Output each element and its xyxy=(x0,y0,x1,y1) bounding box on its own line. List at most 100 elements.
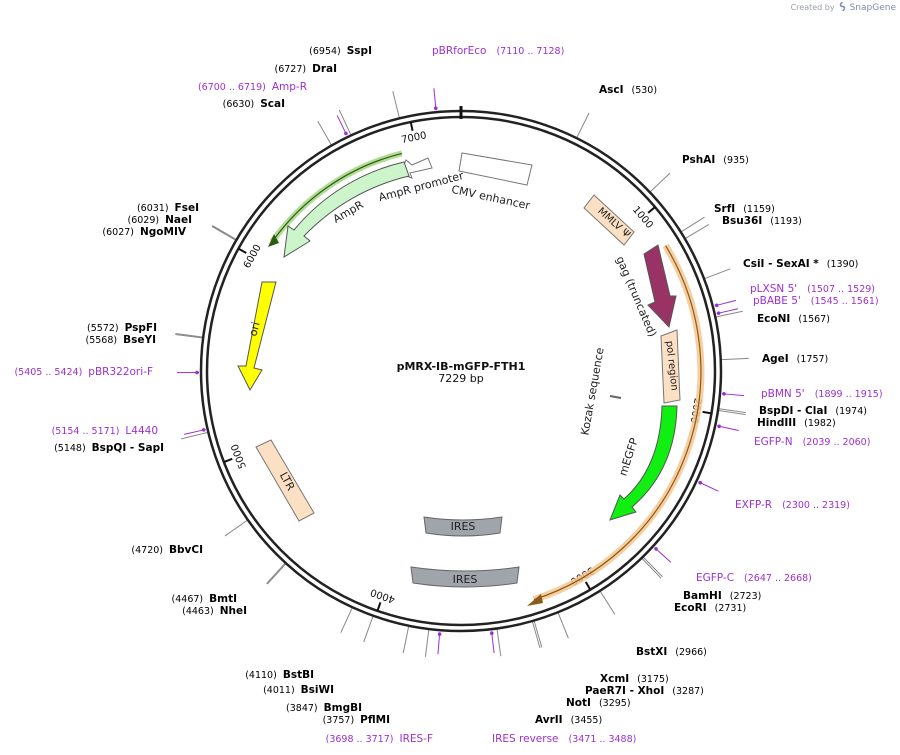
enzyme-label: (5572)PspFI xyxy=(87,322,157,334)
enzyme-label: BstXI(2966) xyxy=(636,646,707,658)
enzyme-leader xyxy=(175,333,203,338)
ori-label: ori xyxy=(246,320,262,337)
enzyme-label: (4011)BsiWI xyxy=(263,684,334,696)
tick-mark xyxy=(702,410,712,415)
enzyme-leader xyxy=(340,607,353,633)
ires-1-label: IRES xyxy=(451,520,476,533)
primer-label: pLXSN 5'(1507 .. 1529) xyxy=(750,283,875,295)
tick-mark xyxy=(647,206,656,214)
primer-marker xyxy=(698,480,702,485)
enzyme-leader xyxy=(392,91,400,118)
orf-arc-2-line xyxy=(271,152,403,243)
cmv-enhancer-label: CMV enhancer xyxy=(450,183,531,212)
enzyme-label: (4110)BstBI xyxy=(245,669,314,681)
plasmid-length: 7229 bp xyxy=(438,372,483,385)
enzyme-label: XcmI(3175) xyxy=(600,673,669,685)
enzyme-leader xyxy=(532,621,541,649)
enzyme-leader xyxy=(363,616,374,643)
primer-label: (6700 .. 6719)Amp-R xyxy=(198,81,307,93)
enzyme-leader xyxy=(317,120,332,145)
primer-marker xyxy=(344,131,348,136)
enzyme-label: (6031)FseI xyxy=(137,202,199,214)
enzyme-label: (6029)NaeI xyxy=(128,214,193,226)
enzyme-leader xyxy=(424,629,430,657)
enzyme-label: (5148)BspQI - SapI xyxy=(54,442,164,454)
feature-ires-2: IRES xyxy=(410,566,520,588)
enzyme-leader xyxy=(719,408,747,414)
feature-mmlv-psi: MMLV Ψ xyxy=(583,194,635,246)
enzyme-label: (5568)BseYI xyxy=(86,334,156,346)
primer-label: (5405 .. 5424)pBR322ori-F xyxy=(14,366,153,378)
ires-2-label: IRES xyxy=(453,573,478,586)
tick-mark xyxy=(376,602,382,612)
enzyme-label: BspDI - ClaI(1974) xyxy=(759,405,867,417)
tick-mark xyxy=(409,121,414,132)
primer-label: pBABE 5'(1545 .. 1561) xyxy=(753,295,879,307)
enzyme-label: (3847)BmgBI xyxy=(286,702,362,714)
plasmid-name: pMRX-IB-mGFP-FTH1 xyxy=(397,360,526,373)
primer-marker xyxy=(654,547,658,551)
primer-marker xyxy=(722,392,726,396)
primer-label: EGFP-C(2647 .. 2668) xyxy=(696,572,812,584)
feature-cmv-enhancer: CMV enhancer xyxy=(450,152,533,212)
enzyme-leader xyxy=(718,409,746,416)
enzyme-label: (6954)SspI xyxy=(309,45,372,57)
primer-marker xyxy=(717,424,721,429)
enzyme-label: (6630)ScaI xyxy=(223,98,285,110)
enzyme-leader xyxy=(641,558,662,579)
tick-mark xyxy=(223,457,233,463)
tick-mark xyxy=(584,581,592,591)
primer-label: IRES reverse(3471 .. 3488) xyxy=(492,733,636,745)
enzyme-label: AgeI(1757) xyxy=(762,353,828,365)
pol-region-label: pol region xyxy=(663,340,679,391)
enzyme-label: NotI(3295) xyxy=(566,697,631,709)
enzyme-label: AvrII(3455) xyxy=(535,714,602,726)
enzyme-label: AscI(530) xyxy=(599,84,657,96)
primer-label: EGFP-N(2039 .. 2060) xyxy=(754,436,870,448)
enzyme-label: Bsu36I(1193) xyxy=(722,215,802,227)
feature-ires-1: IRES xyxy=(423,516,503,537)
site-labels: AscI(530) PshAI(935) SrfI(1159) Bsu36I(1… xyxy=(14,45,882,745)
primer-marker xyxy=(433,106,438,111)
enzyme-leader xyxy=(338,109,352,135)
enzyme-label: (4720)BbvCI xyxy=(131,544,203,556)
primer-label: (3698 .. 3717)IRES-F xyxy=(326,733,433,745)
primer-label: pBMN 5'(1899 .. 1915) xyxy=(761,388,883,400)
primer-marker xyxy=(714,303,719,308)
snapgene-credit: Created by SnapGene xyxy=(791,1,896,13)
enzyme-leader xyxy=(175,333,203,339)
feature-arcs xyxy=(268,150,705,606)
enzyme-label: (4463)NheI xyxy=(182,605,247,617)
orf-arc-1-head xyxy=(527,594,543,606)
megfp-label: mEGFP xyxy=(616,436,641,478)
primer-label: pBRforEco(7110 .. 7128) xyxy=(432,45,564,57)
enzyme-leader xyxy=(600,591,616,615)
feature-pol-region: pol region xyxy=(660,329,681,404)
primer-marker xyxy=(201,428,206,432)
enzyme-label: (6027)NgoMIV xyxy=(102,226,186,238)
primer-marker xyxy=(716,311,721,315)
enzyme-leader xyxy=(496,629,502,657)
credit-brand: SnapGene xyxy=(849,2,896,13)
enzyme-leader xyxy=(402,626,410,654)
enzyme-leader xyxy=(704,268,731,279)
snapgene-logo-icon xyxy=(838,1,847,13)
enzyme-leader xyxy=(557,613,569,639)
tick-label: 5000 xyxy=(230,442,249,470)
feature-ori: ori xyxy=(237,281,277,392)
feature-gag-truncated: gag (truncated) xyxy=(613,244,677,339)
feature-megfp: mEGFP xyxy=(609,405,678,521)
enzyme-label: CsiI - SexAI *(1390) xyxy=(743,258,858,270)
enzyme-leader xyxy=(224,520,248,537)
primer-label: EXFP-R(2300 .. 2319) xyxy=(735,499,850,511)
site-markers xyxy=(195,106,726,636)
enzyme-label: EcoRI(2731) xyxy=(674,602,746,614)
enzyme-label: EcoNI(1567) xyxy=(757,313,830,325)
enzyme-leader xyxy=(266,563,286,584)
enzyme-label: PaeR7I - XhoI(3287) xyxy=(585,685,704,697)
primer-marker xyxy=(489,631,494,635)
enzyme-label: (3757)PflMI xyxy=(323,714,390,726)
tick-mark xyxy=(237,247,247,254)
primer-marker xyxy=(195,370,199,375)
